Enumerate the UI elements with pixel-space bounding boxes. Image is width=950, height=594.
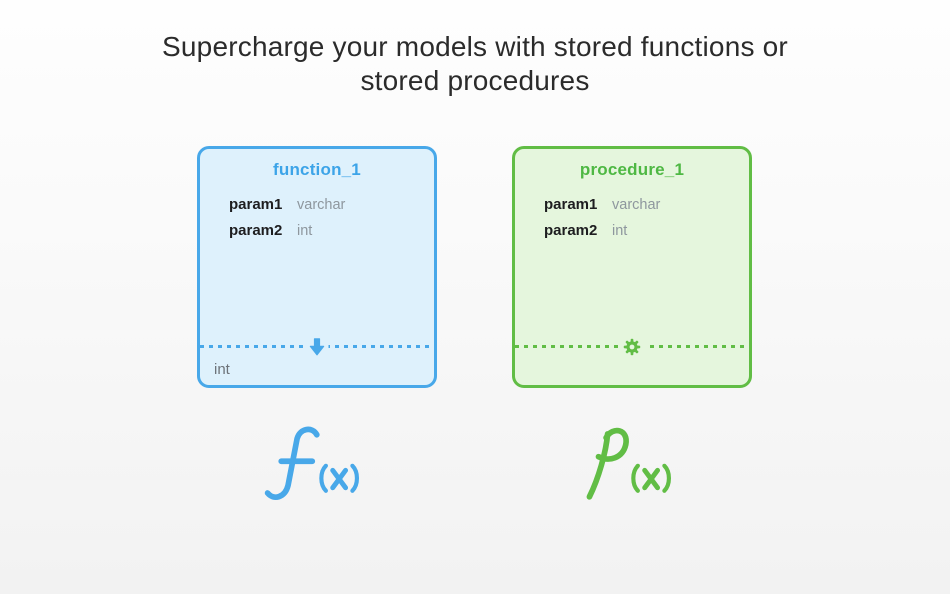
function-return-type: int	[214, 361, 230, 378]
function-card-title: function_1	[273, 160, 361, 179]
function-symbol	[190, 424, 430, 503]
procedure-card: procedure_1 param1 varchar param2 int	[512, 146, 752, 388]
param-row: param2 int	[544, 222, 749, 239]
procedure-card-title: procedure_1	[579, 160, 685, 179]
page-title-line-1: Supercharge your models with stored func…	[162, 31, 788, 62]
gear-icon	[619, 337, 645, 356]
param-type: varchar	[297, 197, 346, 213]
function-card: function_1 param1 varchar param2 int int	[197, 146, 437, 388]
procedure-action-divider	[515, 337, 749, 356]
param-name: param2	[229, 222, 283, 239]
param-type: varchar	[612, 197, 661, 213]
param-name: param1	[544, 196, 598, 213]
param-name: param1	[229, 196, 283, 213]
param-row: param2 int	[229, 222, 434, 239]
param-type: int	[297, 223, 313, 239]
param-type: int	[612, 223, 628, 239]
page-title-line-2: stored procedures	[360, 65, 590, 96]
procedure-card-params: param1 varchar param2 int	[515, 196, 749, 239]
function-card-params: param1 varchar param2 int	[200, 196, 434, 239]
param-row: param1 varchar	[544, 196, 749, 213]
function-return-divider	[200, 337, 434, 356]
page-title: Supercharge your models with stored func…	[0, 30, 950, 98]
param-row: param1 varchar	[229, 196, 434, 213]
arrow-down-icon	[305, 337, 329, 356]
param-name: param2	[544, 222, 598, 239]
procedure-symbol	[505, 424, 745, 503]
